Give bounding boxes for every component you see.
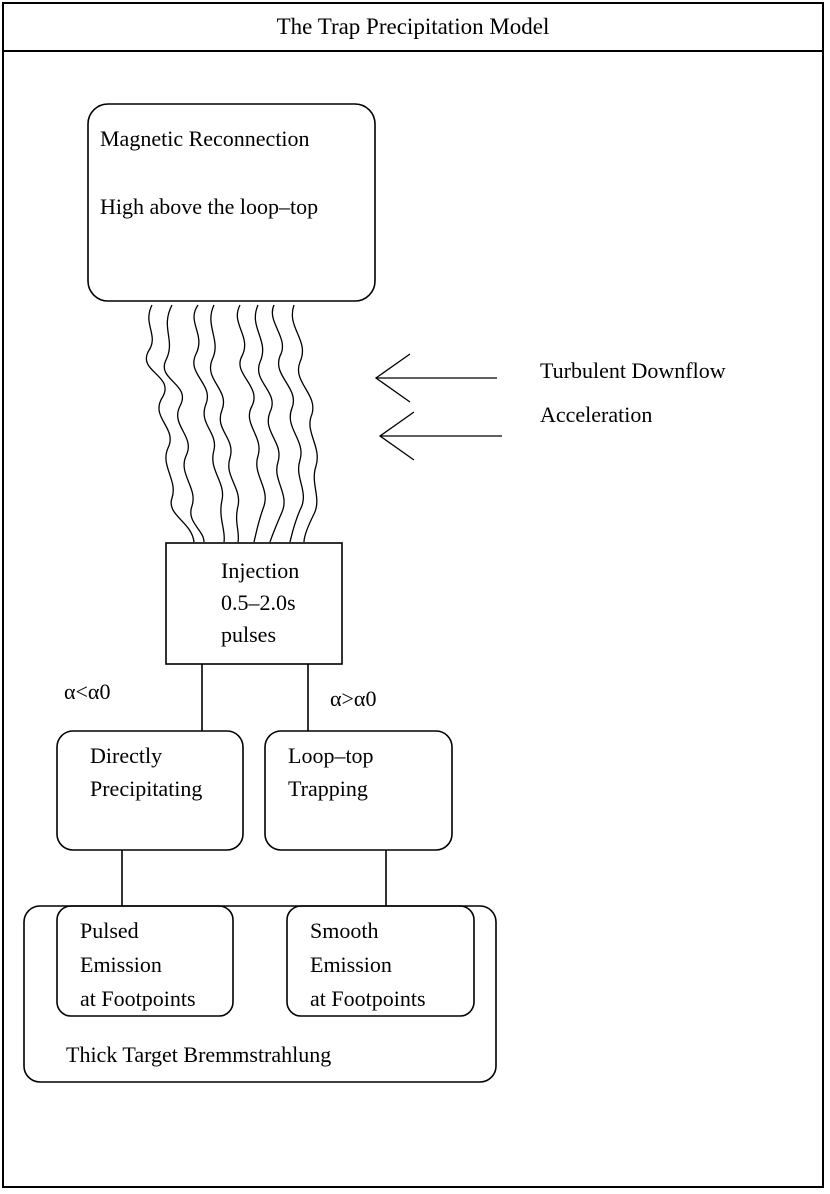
direct-box <box>56 730 244 851</box>
diagram-title: The Trap Precipitation Model <box>4 4 822 52</box>
reconnection-box <box>87 103 376 302</box>
smooth-line3: at Footpoints <box>310 986 426 1011</box>
injection-line2: 0.5–2.0s <box>221 590 296 615</box>
smooth-line1: Smooth <box>310 918 379 943</box>
turbulent-filaments <box>145 304 318 543</box>
direct-line2: Precipitating <box>90 776 203 801</box>
pulsed-line3: at Footpoints <box>80 986 196 1011</box>
trapping-line2: Trapping <box>288 776 368 801</box>
turbulent-line1: Turbulent Downflow <box>540 358 726 383</box>
trapping-line1: Loop–top <box>288 743 374 768</box>
pulsed-line2: Emission <box>80 952 162 977</box>
direct-line1: Directly <box>90 743 163 768</box>
reconnection-line2: High above the loop–top <box>100 194 319 219</box>
reconnection-line1: Magnetic Reconnection <box>100 126 310 151</box>
turbulent-line2: Acceleration <box>540 402 653 427</box>
injection-line1: Injection <box>221 558 300 583</box>
connectors <box>121 664 387 906</box>
pulsed-box <box>56 905 234 1017</box>
smooth-box <box>286 905 475 1017</box>
injection-line3: pulses <box>221 622 276 647</box>
thick-target-box <box>23 905 497 1083</box>
branch-label-left: α<α0 <box>64 679 111 704</box>
smooth-line2: Emission <box>310 952 392 977</box>
turbulent-arrows <box>374 353 502 461</box>
branch-label-right: α>α0 <box>330 686 377 711</box>
arrow-upper-head <box>374 353 411 403</box>
pulsed-line1: Pulsed <box>80 918 139 943</box>
thick-target-label: Thick Target Bremmstrahlung <box>66 1042 332 1067</box>
arrow-lower-head <box>378 411 415 461</box>
trapping-box <box>264 730 453 851</box>
injection-box <box>165 542 343 665</box>
